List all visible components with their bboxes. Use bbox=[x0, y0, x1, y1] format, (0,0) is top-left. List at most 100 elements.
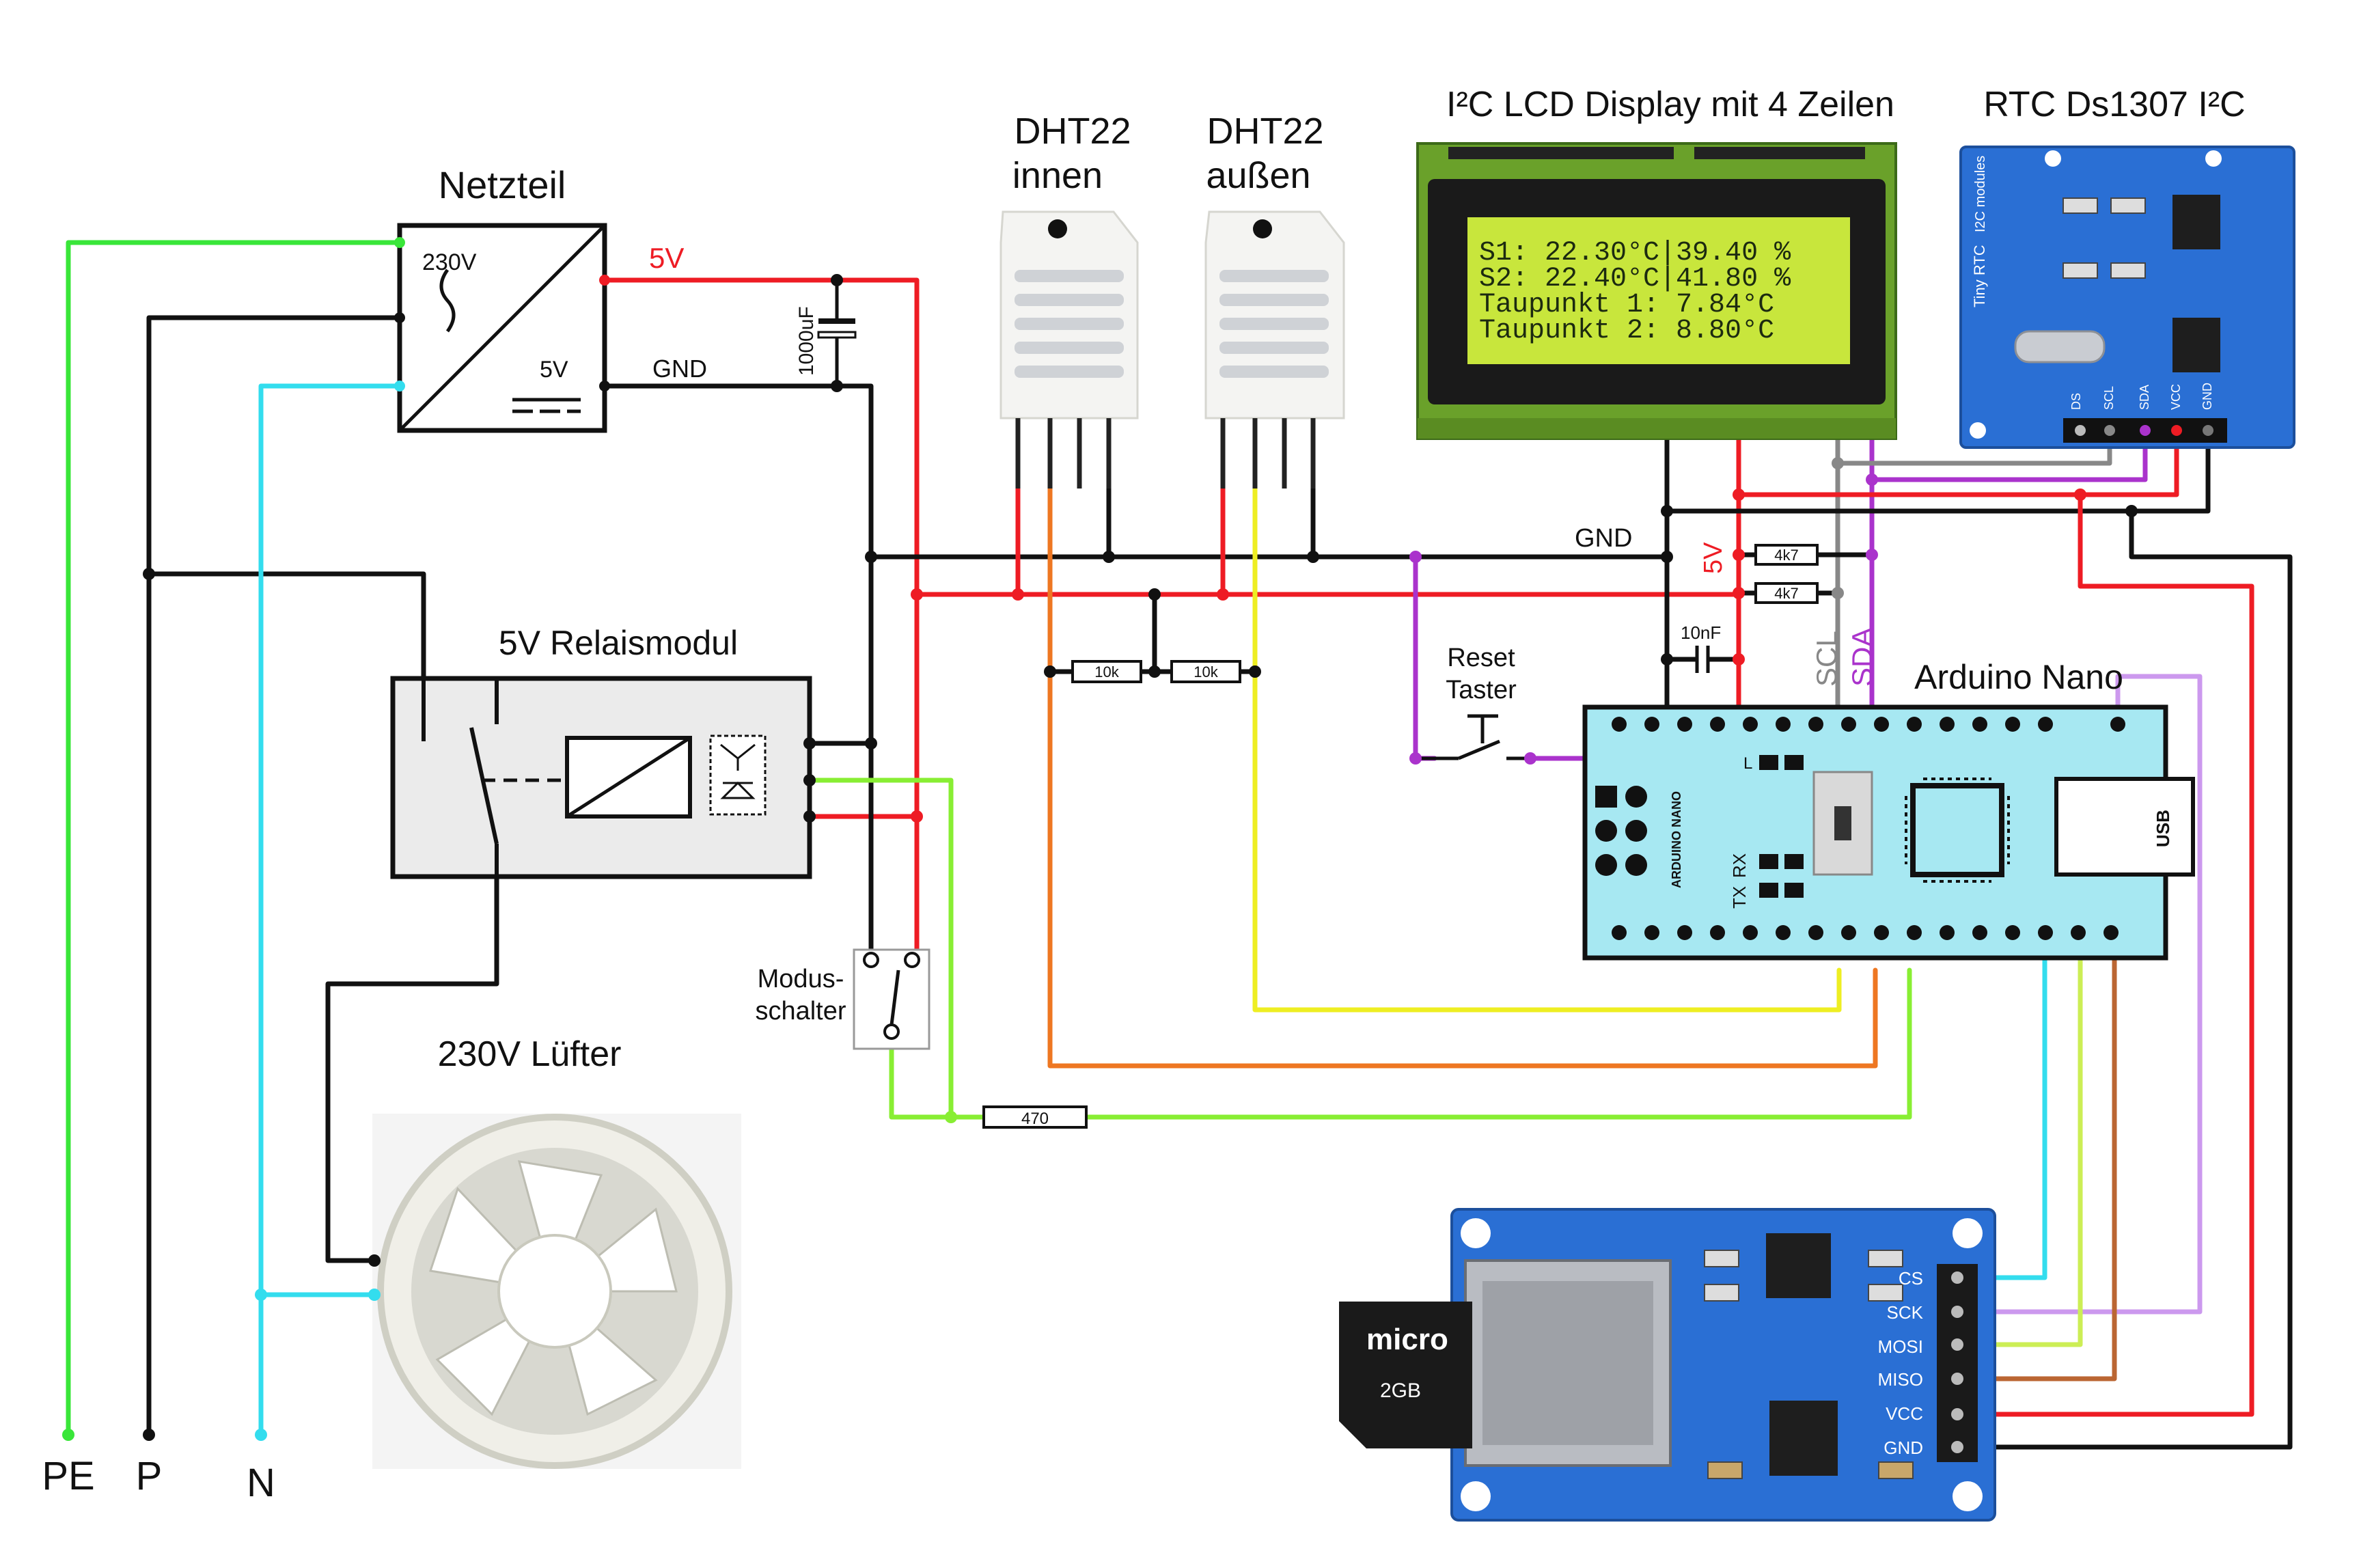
nano-pin bbox=[1874, 925, 1889, 940]
wire-sd-sck bbox=[1975, 674, 2203, 1315]
rtc-pin-label: SCL bbox=[2102, 386, 2116, 410]
junction bbox=[1249, 665, 1261, 678]
rtc-pin-label: DS bbox=[2069, 393, 2083, 410]
dht-out-pins bbox=[1220, 418, 1316, 489]
wire-sd-vcc bbox=[1975, 492, 2254, 1417]
psu-5v-out-label: 5V bbox=[649, 242, 684, 274]
resistor-4k7-a: 4k7 bbox=[1754, 544, 1819, 566]
nano-pin bbox=[1940, 717, 1955, 732]
nano-pin bbox=[1644, 925, 1659, 940]
gnd-bus-label: GND bbox=[1575, 524, 1632, 553]
nano-led bbox=[1784, 883, 1804, 898]
nano-led bbox=[1759, 883, 1778, 898]
junction bbox=[2074, 489, 2086, 501]
arduino-title: Arduino Nano bbox=[1914, 658, 2123, 696]
lcd-bottom-bar bbox=[1418, 418, 1896, 439]
junction bbox=[1733, 653, 1745, 665]
relay-vcc-pin bbox=[803, 810, 816, 823]
resistor-body bbox=[1071, 660, 1142, 683]
capacitor-10nf: 10nF bbox=[1681, 622, 1721, 673]
lcd-header-pins bbox=[1448, 147, 1865, 159]
wire-rtc-gnd bbox=[1664, 426, 2211, 514]
junction bbox=[1661, 653, 1673, 665]
grille-slot bbox=[1015, 294, 1124, 306]
dht-in-grille bbox=[1015, 270, 1124, 378]
rtc-smd bbox=[2063, 197, 2098, 214]
nano-led bbox=[1784, 755, 1804, 770]
resistor-10k-b: 10k bbox=[1170, 660, 1241, 683]
reset-label-2: Taster bbox=[1446, 676, 1517, 704]
sd-smd bbox=[1868, 1250, 1903, 1267]
resistor-10k-a: 10k bbox=[1071, 660, 1142, 683]
junction bbox=[865, 737, 877, 749]
modus-label-1: Modus- bbox=[758, 965, 844, 993]
pe-label: PE bbox=[42, 1454, 94, 1498]
wire-dht-in-data bbox=[1047, 421, 1878, 1069]
rtc-pin bbox=[2171, 425, 2182, 436]
junction bbox=[1148, 588, 1161, 601]
wire-relay-fan bbox=[325, 872, 499, 1263]
resistor-body bbox=[1754, 544, 1819, 566]
rtc-board-label: Tiny RTC bbox=[1971, 245, 1988, 307]
capacitor-1000uf: 1000uF bbox=[795, 274, 857, 392]
junction bbox=[1044, 665, 1056, 678]
cap-10nf-label: 10nF bbox=[1681, 622, 1721, 643]
modus-switch-contact bbox=[883, 1023, 900, 1040]
sd-pin bbox=[1951, 1306, 1963, 1318]
nano-pin bbox=[2103, 925, 2119, 940]
lcd-line-3: Taupunkt 1: 7.84°C bbox=[1479, 290, 1774, 320]
nano-mcu bbox=[1910, 783, 2004, 877]
resistor-470: 470 bbox=[982, 1105, 1088, 1129]
psu-gnd-out-label: GND bbox=[652, 355, 707, 383]
junction bbox=[911, 588, 923, 601]
nano-pin bbox=[2038, 925, 2053, 940]
wire-p-relay bbox=[146, 571, 426, 744]
reset-taster: Reset Taster bbox=[1409, 644, 1536, 765]
nano-pin bbox=[1808, 925, 1823, 940]
sd-pin bbox=[1951, 1408, 1963, 1420]
nano-pin bbox=[1841, 925, 1856, 940]
icsp-pin bbox=[1595, 786, 1617, 808]
modus-label-2: schalter bbox=[755, 997, 846, 1026]
rtc-mount-hole bbox=[2205, 150, 2222, 167]
nano-pin bbox=[1907, 925, 1922, 940]
psu-5v-label: 5V bbox=[540, 357, 568, 383]
sd-mount-hole bbox=[1953, 1481, 1983, 1511]
sd-pin bbox=[1951, 1373, 1963, 1385]
rtc-pin-label: VCC bbox=[2169, 384, 2183, 410]
nano-pin bbox=[2005, 925, 2020, 940]
wire-modus-out bbox=[889, 1029, 954, 1120]
resistor-4k7-b: 4k7 bbox=[1754, 582, 1819, 604]
nano-mcu-pins bbox=[1905, 778, 2010, 883]
sd-pin-label: MISO bbox=[1878, 1369, 1923, 1390]
junction bbox=[1733, 587, 1745, 599]
reset-contact bbox=[1524, 752, 1536, 765]
n-label: N bbox=[247, 1461, 275, 1505]
rtc-pin bbox=[2075, 425, 2086, 436]
netzteil-diagonal bbox=[398, 224, 606, 432]
reset-button-arm bbox=[1458, 739, 1500, 760]
fan-blade bbox=[517, 1160, 603, 1295]
nano-pin bbox=[1710, 717, 1725, 732]
relay-coil-diagonal bbox=[566, 736, 691, 819]
dht-out-title-2: außen bbox=[1206, 155, 1310, 196]
diode-icon bbox=[720, 781, 756, 799]
junction bbox=[1832, 587, 1844, 599]
sd-mount-hole bbox=[1461, 1218, 1491, 1248]
sd-mount-hole bbox=[1953, 1218, 1983, 1248]
resistor-10k-a-label: 10k bbox=[1094, 663, 1119, 680]
psu-gnd-terminal bbox=[599, 381, 610, 391]
sda-label: SDA bbox=[1846, 628, 1878, 687]
cap-plate bbox=[817, 331, 857, 339]
cap-gap bbox=[1696, 649, 1709, 670]
rtc-crystal bbox=[2014, 330, 2106, 363]
optocoupler bbox=[709, 734, 767, 816]
sd-pin-label: SCK bbox=[1887, 1302, 1924, 1323]
rtc-chip bbox=[2172, 318, 2220, 372]
sd-header bbox=[1937, 1264, 1978, 1462]
luefter-block: 230V Lüfter bbox=[368, 1034, 741, 1469]
wire-sd-gnd bbox=[1975, 508, 2293, 1450]
dht-out-title-1: DHT22 bbox=[1206, 111, 1323, 152]
wire-5v-relay bbox=[807, 592, 920, 819]
icsp-pin bbox=[1625, 820, 1647, 842]
